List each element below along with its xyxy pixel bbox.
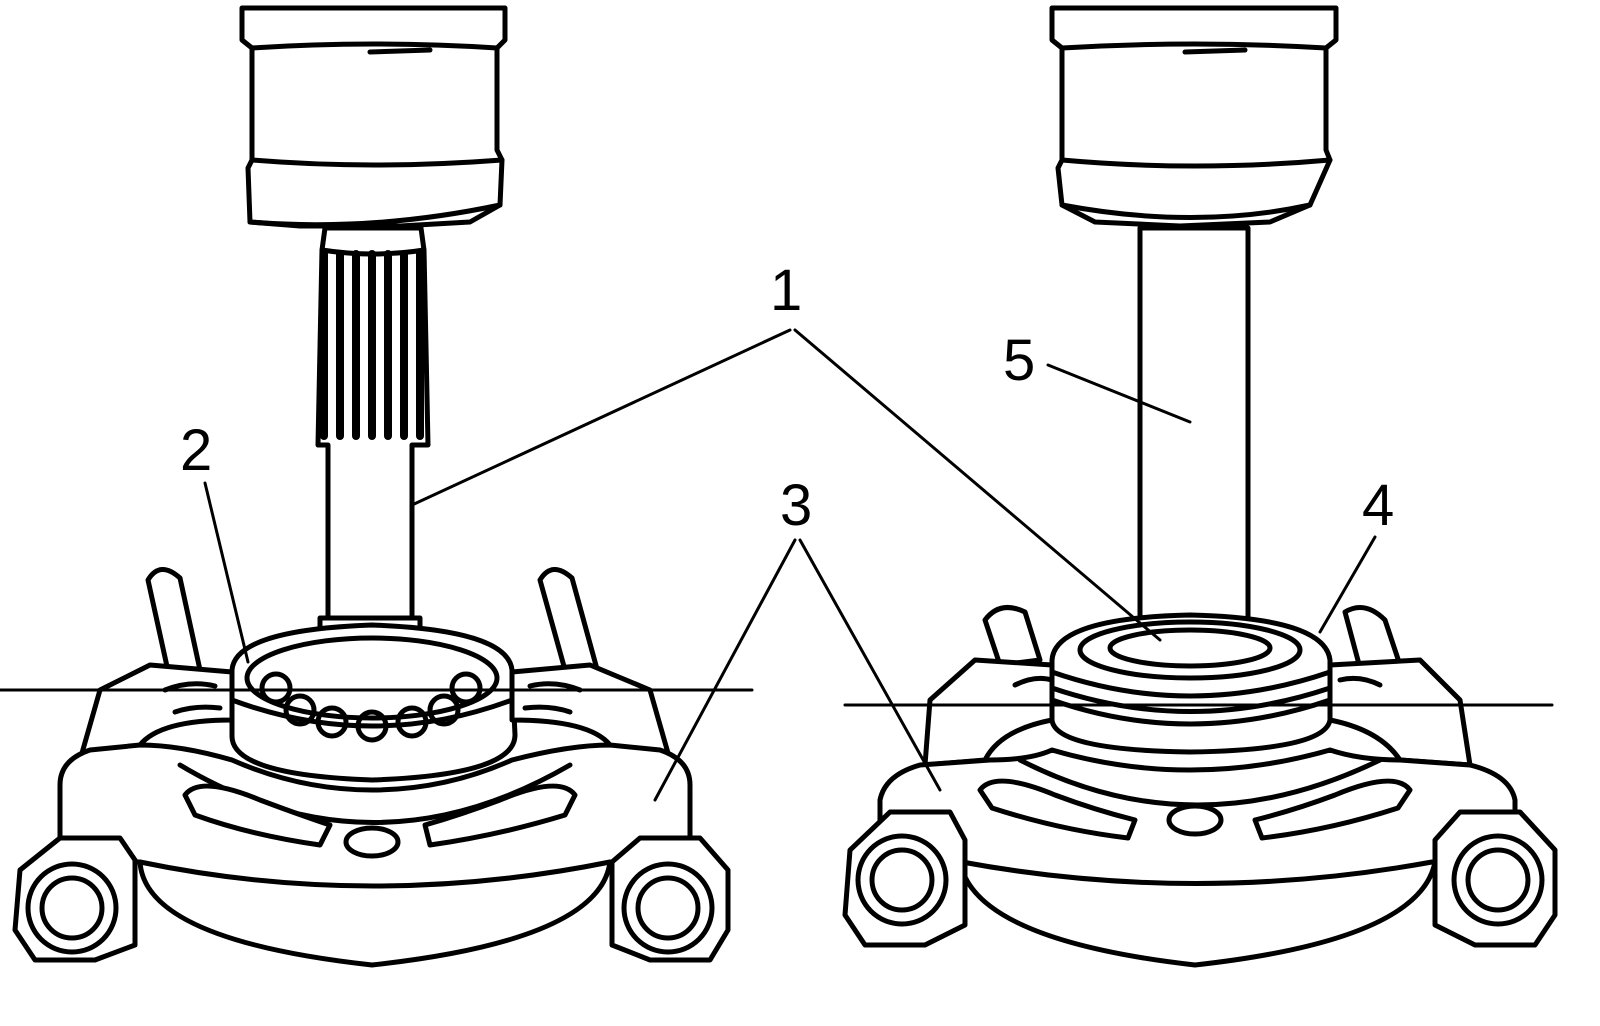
callout-labels: 1 2 3 4 5 [180,258,1394,538]
leader-1-right [793,328,1162,642]
leader-4 [1318,535,1377,634]
leader-2 [203,481,250,664]
leader-1-left [410,328,792,507]
bearing-right [1049,612,1333,755]
press-ram-left [239,5,508,229]
leader-3-right [798,538,942,792]
right-assembly [842,5,1558,968]
callout-3: 3 [780,473,812,538]
callout-1: 1 [770,258,802,323]
callout-4: 4 [1362,473,1394,538]
bearing-left [229,622,518,783]
bearing-separator-right [842,605,1558,968]
press-ram-right [1049,5,1339,229]
leader-3-left [653,538,797,802]
installer-tool-shaft [1125,225,1259,660]
callout-5: 5 [1003,328,1035,393]
leader-5 [1046,363,1192,424]
shaft-splines [320,250,424,440]
left-assembly [0,5,754,968]
callout-2: 2 [180,418,212,483]
leader-lines [203,328,1377,802]
